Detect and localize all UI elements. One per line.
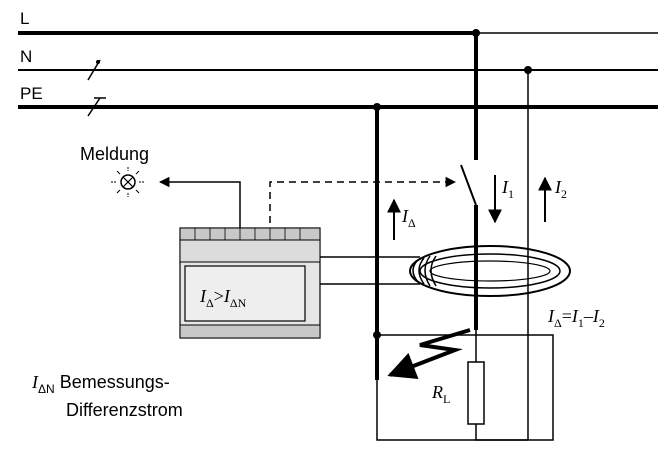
signal-line — [158, 176, 241, 235]
label-rl: RL — [431, 382, 450, 406]
label-pe: PE — [20, 84, 43, 103]
fault-zigzag — [387, 328, 471, 380]
label-meldung: Meldung — [80, 144, 149, 164]
rcd-device — [179, 227, 321, 339]
load-resistor — [467, 361, 485, 425]
label-differenzstrom: Differenzstrom — [66, 400, 183, 420]
label-ian: IΔN Bemessungs- — [31, 372, 170, 396]
trip-link — [269, 176, 457, 235]
toroid-winding — [412, 255, 437, 287]
device-condition: IΔ>IΔN — [199, 286, 247, 310]
toroid-outer — [409, 245, 571, 297]
toroid-inner — [419, 253, 561, 289]
label-n: N — [20, 47, 32, 66]
equation-idelta: IΔ=I1–I2 — [547, 306, 605, 330]
label-idelta: IΔ — [401, 206, 416, 230]
label-l: L — [20, 9, 29, 28]
junction-pe-load — [373, 331, 381, 339]
switch-blade — [460, 164, 477, 206]
signal-lamp-icon — [111, 167, 145, 197]
pe-tick — [87, 97, 101, 117]
load-circuit — [376, 334, 554, 441]
label-i2: I2 — [554, 177, 567, 201]
toroid-hole — [429, 260, 551, 282]
n-tick-dot — [96, 60, 100, 64]
label-i1: I1 — [501, 177, 514, 201]
rl-lead-bottom — [475, 424, 528, 441]
